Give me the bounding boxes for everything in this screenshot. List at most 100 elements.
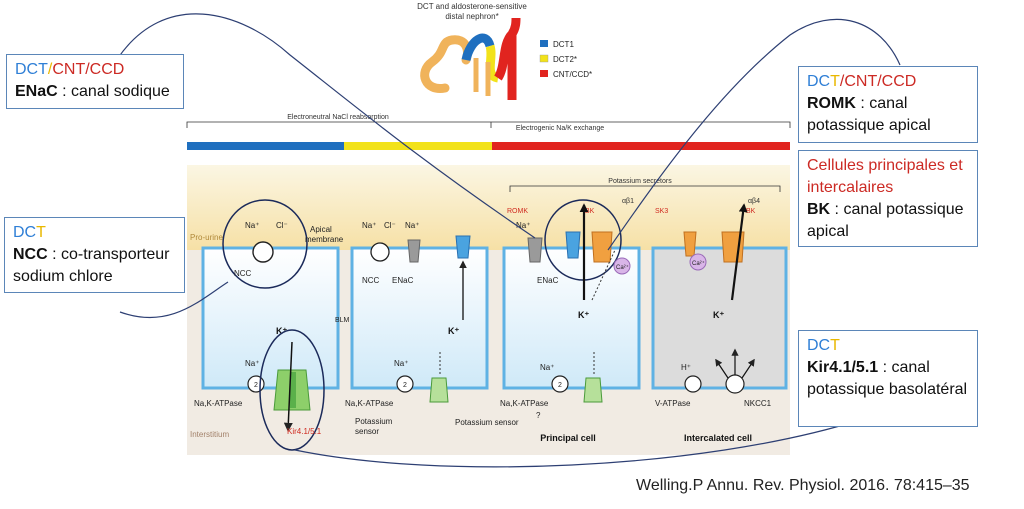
dct2-na2-label: Na⁺ xyxy=(405,221,419,230)
legend-swatch-dct1 xyxy=(540,40,548,47)
intercalated-ab4-label: αβ4 xyxy=(748,198,760,205)
dct2-romk-channel xyxy=(455,235,471,259)
dct2-pump-na-label: Na⁺ xyxy=(394,359,408,368)
intercalated-cell-title: Intercalated cell xyxy=(684,433,752,443)
principal-k-dashed xyxy=(591,249,616,301)
cell-dct2 xyxy=(350,246,489,390)
potassium-secretors-bracket xyxy=(509,185,781,192)
principal-question-mark: ? xyxy=(536,411,541,420)
dct2-pump-number: 2 xyxy=(403,382,407,389)
nephron-cnt-segment xyxy=(494,17,521,100)
principal-bk-label: BK xyxy=(585,208,595,215)
dct1-k-label: K⁺ xyxy=(276,326,287,336)
principal-nak-pump xyxy=(551,375,569,393)
enac-segment-line: DCT/CNT/CCD xyxy=(15,61,125,78)
annotation-connectors xyxy=(117,13,901,468)
principal-pump-na-label: Na⁺ xyxy=(540,363,554,372)
intercalated-v-atpase xyxy=(684,375,702,393)
connector-ncc xyxy=(119,281,229,319)
dct2-enac-channel xyxy=(407,239,421,263)
intercalated-nkcc1 xyxy=(725,374,745,394)
apical-membrane-label-1: Apical xyxy=(310,225,332,234)
ncc-na-label: Na⁺ xyxy=(245,221,259,230)
romk-segment-line: DCT/CNT/CCD xyxy=(807,73,917,90)
dct2-nak-atpase-label: Na,K-ATPase xyxy=(345,399,394,408)
dct1-pump-na-label: Na⁺ xyxy=(245,359,259,368)
kir-channel-mid xyxy=(290,372,296,408)
nephron-tubule-orange xyxy=(420,35,472,93)
intercalated-ca-label: Ca²⁺ xyxy=(692,260,705,267)
segment-label-electrogenic: Electrogenic Na/K exchange xyxy=(516,125,604,132)
romk-description: ROMK : canal potassique apical xyxy=(807,95,931,134)
principal-cell-title: Principal cell xyxy=(540,433,596,443)
nephron-loop xyxy=(473,58,491,96)
intercalated-k-label: K⁺ xyxy=(713,310,724,320)
kir-annotation-box: DCT Kir4.1/5.1 : canal potassique basola… xyxy=(798,330,978,427)
kir-description: Kir4.1/5.1 : canal potassique basolatéra… xyxy=(807,359,968,398)
legend-swatch-dct2 xyxy=(539,54,549,63)
segment-bar-dct2 xyxy=(344,142,492,150)
dct1-cell-contents: Na⁺ Cl⁻ NCC Apical membrane BLM K⁺ Na⁺ 2… xyxy=(194,199,393,451)
potassium-secretors-label: Potassium secretors xyxy=(608,178,672,185)
nephron-dct1-segment xyxy=(461,33,495,62)
segment-bar-dct1 xyxy=(187,142,344,150)
cells xyxy=(201,246,788,390)
intercalated-cell-contents: SK3 BK αβ4 Ca²⁺ K⁺ H⁺ V-ATPase NKCC1 Int… xyxy=(655,198,772,443)
interstitium-label: Interstitium xyxy=(190,430,229,439)
principal-enac-channel xyxy=(527,237,543,263)
principal-pump-number: 2 xyxy=(558,382,562,389)
dct1-potassium-sensor-2: sensor xyxy=(355,427,379,436)
connector-kir xyxy=(294,419,861,468)
segment-bar-cnt xyxy=(492,142,790,150)
segment-label-electroneutral: Electroneutral NaCl reabsorption xyxy=(287,114,389,121)
legend-label-dct1: DCT1 xyxy=(553,40,574,49)
principal-cell-contents: ROMK BK αβ1 Na⁺ ENaC Ca²⁺ K⁺ Na⁺ 2 Na,K-… xyxy=(500,198,634,443)
intercalated-sk3-label: SK3 xyxy=(655,208,668,215)
principal-ca-ion xyxy=(613,257,631,275)
intercalated-nkcc1-label: NKCC1 xyxy=(744,399,772,408)
intercalated-bk-label: BK xyxy=(746,208,756,215)
principal-nak-atpase-label: Na,K-ATPase xyxy=(500,399,549,408)
intercalated-ca-ion xyxy=(689,253,707,271)
intercalated-h-label: H⁺ xyxy=(681,363,691,372)
pro-urine-label: Pro-urine xyxy=(190,233,223,242)
principal-bk-channel xyxy=(591,231,613,263)
nkcc1-arrow-left xyxy=(715,358,729,379)
intercalated-sk3-channel xyxy=(683,231,697,257)
bk-title: Cellules principales et intercalaires xyxy=(807,157,963,196)
nephron-title-2: distal nephron* xyxy=(445,12,498,21)
dct1-nak-atpase-label: Na,K-ATPase xyxy=(194,399,243,408)
romk-annotation-box: DCT/CNT/CCD ROMK : canal potassique apic… xyxy=(798,66,978,143)
dct2-sensor-channel xyxy=(429,377,449,403)
kir-label: Kir4.1/5.1 xyxy=(287,427,322,436)
lumen-background xyxy=(187,165,790,255)
ncc-cl-label: Cl⁻ xyxy=(276,221,288,230)
dct2-ncc-transporter xyxy=(370,242,390,262)
kir-highlight-circle xyxy=(259,329,325,451)
dct2-cell-contents: Na⁺ Cl⁻ Na⁺ NCC ENaC K⁺ Na⁺ 2 Na,K-ATPas… xyxy=(345,221,519,427)
dct2-na-label: Na⁺ xyxy=(362,221,376,230)
connector-enac xyxy=(117,13,536,239)
dct2-cl-label: Cl⁻ xyxy=(384,221,396,230)
dct2-nak-pump xyxy=(396,375,414,393)
blm-label: BLM xyxy=(335,317,350,324)
legend-label-dct2: DCT2* xyxy=(553,55,577,64)
principal-sensor-channel xyxy=(583,377,603,403)
nephron-illustration: DCT and aldosterone-sensitive distal nep… xyxy=(417,2,527,100)
nkcc1-arrow-right xyxy=(741,358,755,379)
dct1-pump-number: 2 xyxy=(254,382,258,389)
segment-bracket: Electroneutral NaCl reabsorption Electro… xyxy=(186,114,791,132)
dct1-potassium-sensor-1: Potassium xyxy=(355,417,393,426)
bk-description: BK : canal potassique apical xyxy=(807,201,964,240)
legend-label-cnt: CNT/CCD* xyxy=(553,70,592,79)
principal-na-label: Na⁺ xyxy=(516,221,530,230)
enac-description: ENaC : canal sodique xyxy=(15,83,170,100)
intercalated-v-atpase-label: V-ATPase xyxy=(655,399,691,408)
dct2-ncc-label: NCC xyxy=(362,276,380,285)
kir-segment-line: DCT xyxy=(807,337,840,354)
nephron-title-1: DCT and aldosterone-sensitive xyxy=(417,2,527,11)
principal-k-label: K⁺ xyxy=(578,310,589,320)
citation: Welling.P Annu. Rev. Physiol. 2016. 78:4… xyxy=(636,477,970,494)
enac-annotation-box: DCT/CNT/CCD ENaC : canal sodique xyxy=(6,54,184,109)
ncc-transporter xyxy=(252,241,274,263)
